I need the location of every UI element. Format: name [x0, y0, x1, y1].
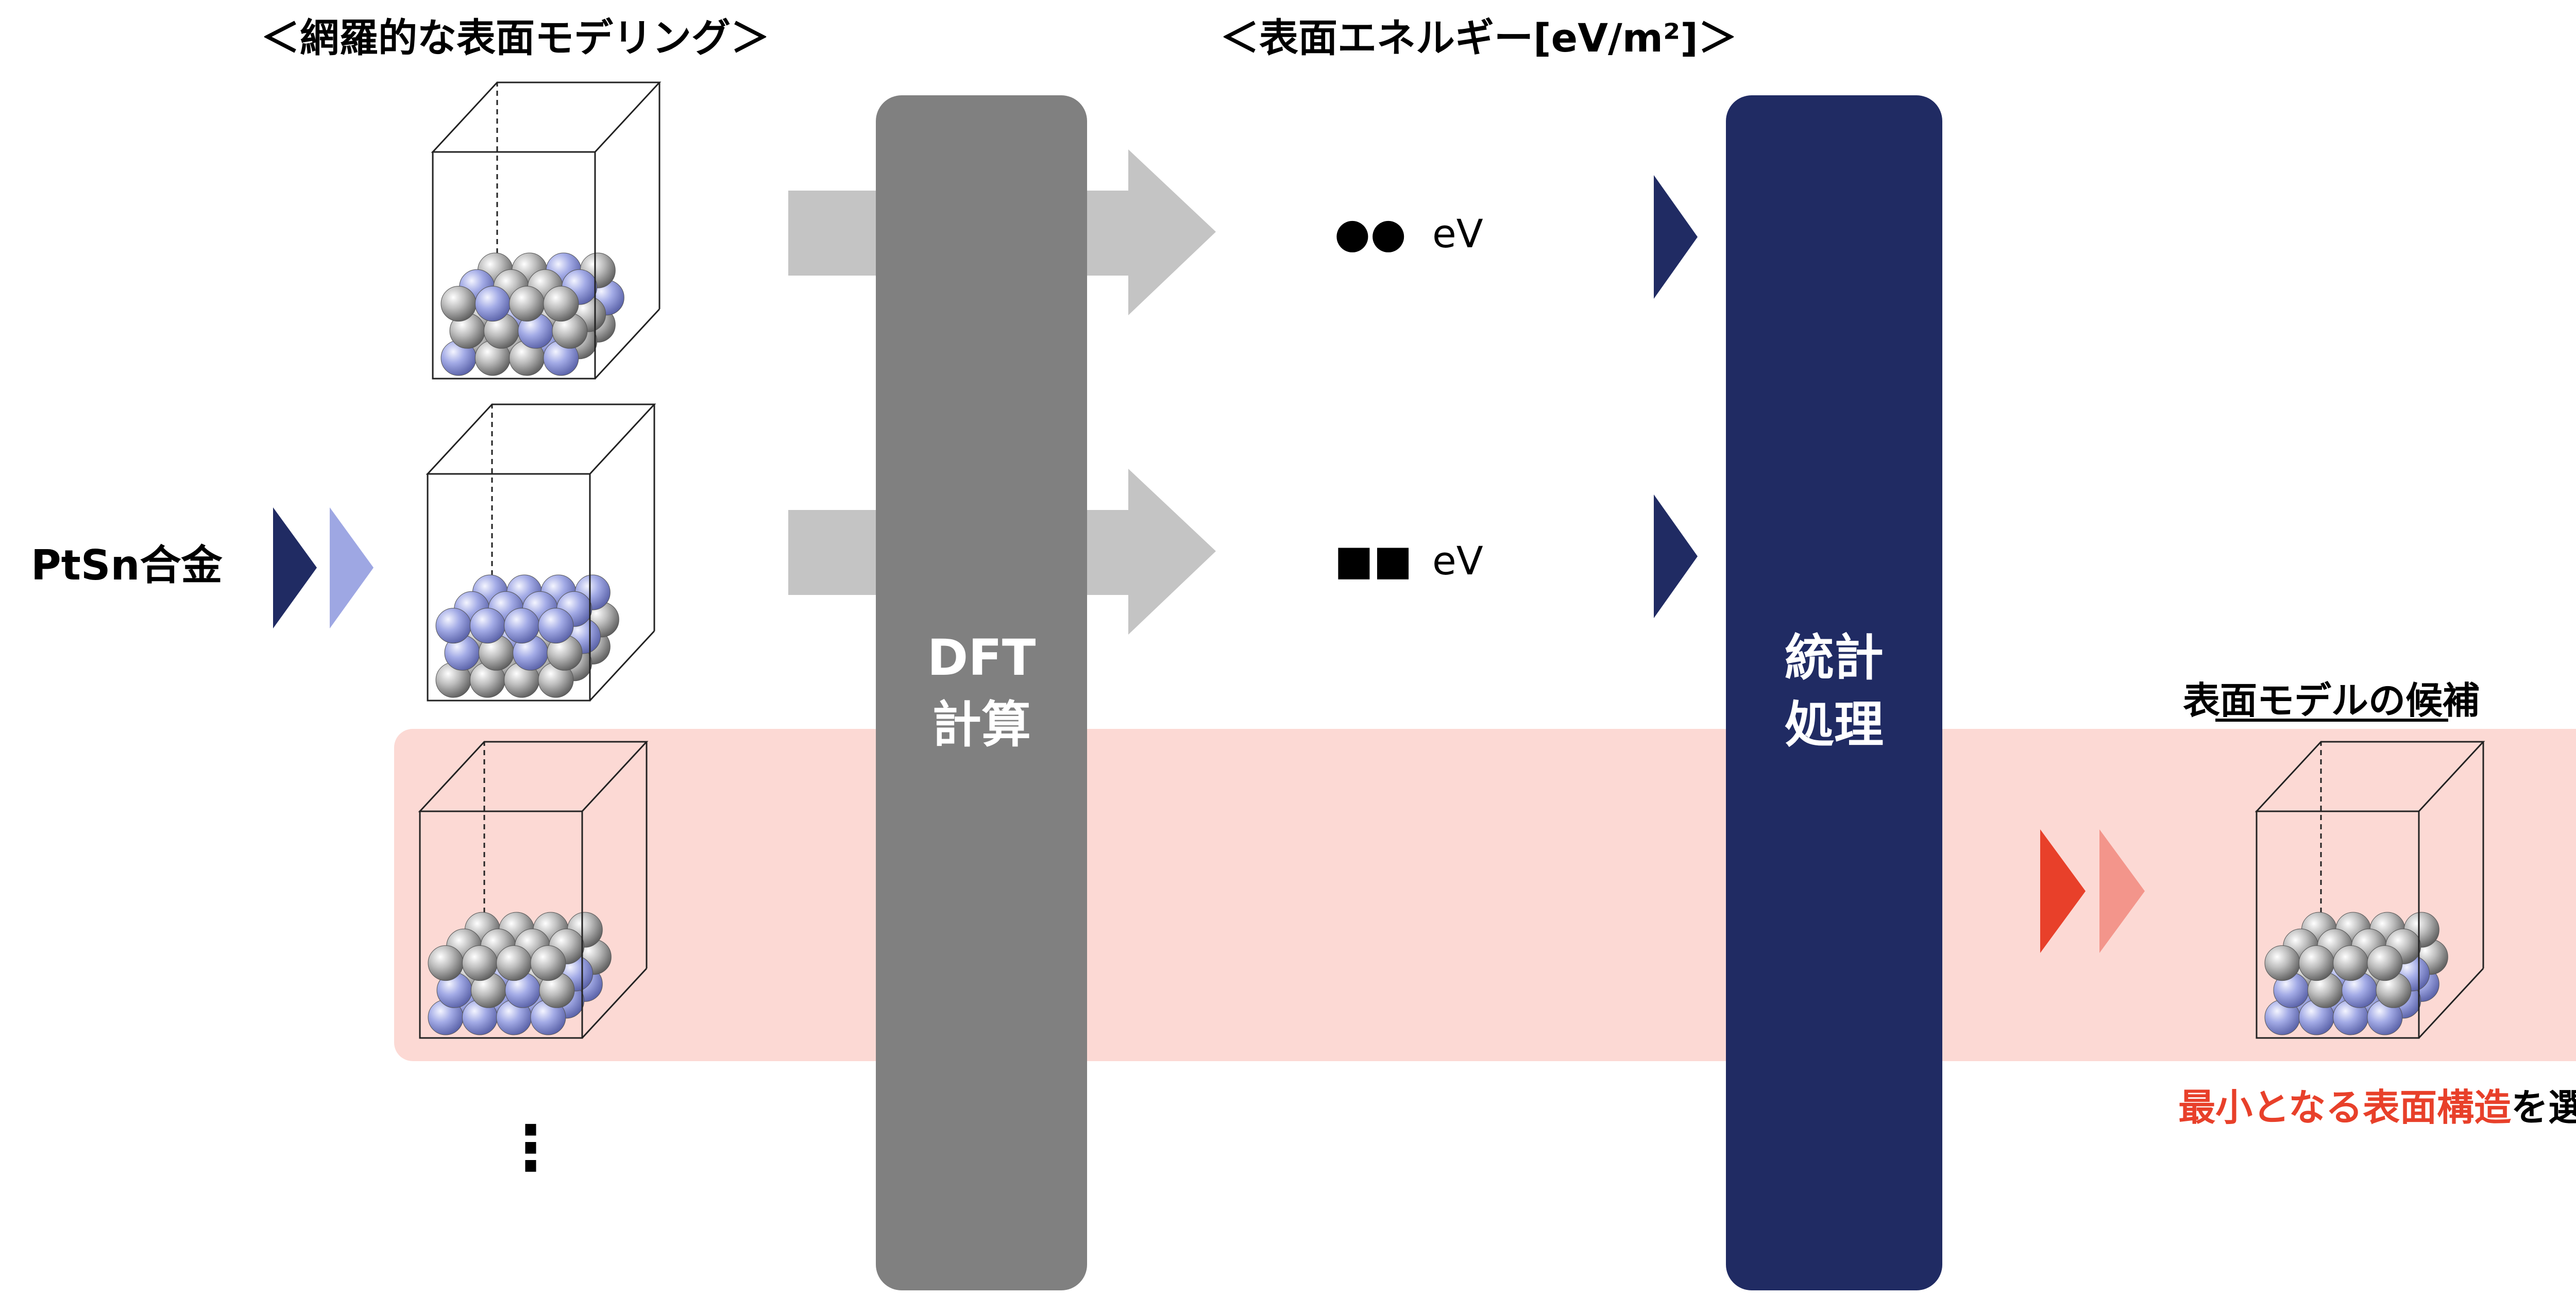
- surface-energy-header: ＜表面エネルギー[eV/m²]＞: [1220, 15, 1737, 61]
- pink-chevron-arrow: [2099, 829, 2145, 953]
- energy-unit-1: eV: [1432, 211, 1483, 257]
- dft-label-line2: 計算: [932, 696, 1031, 754]
- sn-atom: [474, 286, 511, 322]
- highlight-band: [394, 729, 2576, 1061]
- sn-atom: [504, 608, 540, 644]
- conclusion-rest: を選定: [2511, 1086, 2576, 1129]
- pt-atom: [462, 945, 498, 981]
- sn-atom: [469, 608, 505, 644]
- pt-atom: [428, 945, 464, 981]
- sn-atom: [538, 608, 574, 644]
- stats-label-line2: 処理: [1785, 696, 1884, 754]
- pt-atom: [2367, 945, 2403, 981]
- energy-unit-2: eV: [1432, 538, 1483, 584]
- surface-model-1: [431, 81, 662, 380]
- conclusion-highlight: 最小となる表面構造: [2178, 1086, 2511, 1129]
- sn-atom: [435, 608, 471, 644]
- pt-atom: [440, 286, 477, 322]
- surface-model-3: [418, 741, 649, 1039]
- navy-arrow-2: [1654, 495, 1698, 618]
- more-models-ellipsis: ⋮: [500, 1113, 562, 1184]
- pt-atom: [2264, 945, 2300, 981]
- dft-calculation-box: [876, 95, 1087, 1290]
- energy-marker-squares: ■■: [1334, 536, 1412, 584]
- surface-model-2: [426, 403, 656, 702]
- lightblue-chevron-arrow: [330, 507, 374, 628]
- pt-atom: [496, 945, 532, 981]
- candidate-title: 表面モデルの候補: [2183, 679, 2480, 722]
- red-chevron-arrow: [2040, 829, 2086, 953]
- statistical-processing-box: [1726, 95, 1942, 1290]
- surface-model-candidate: [2255, 741, 2485, 1039]
- stats-label-line1: 統計: [1785, 629, 1884, 687]
- dft-label-line1: DFT: [927, 629, 1036, 687]
- pt-atom: [543, 286, 579, 322]
- conclusion-text: 最小となる表面構造を選定: [2178, 1086, 2576, 1129]
- surface-models: [418, 81, 2485, 1039]
- pt-atom: [509, 286, 545, 322]
- navy-chevron-arrow: [273, 507, 317, 628]
- input-label: PtSn合金: [31, 541, 223, 589]
- pt-atom: [2298, 945, 2334, 981]
- pt-atom: [530, 945, 566, 981]
- pt-atom: [2333, 945, 2369, 981]
- modeling-header: ＜網羅的な表面モデリング＞: [261, 15, 770, 61]
- navy-arrow-1: [1654, 175, 1698, 299]
- energy-marker-circles: ●●: [1334, 209, 1406, 257]
